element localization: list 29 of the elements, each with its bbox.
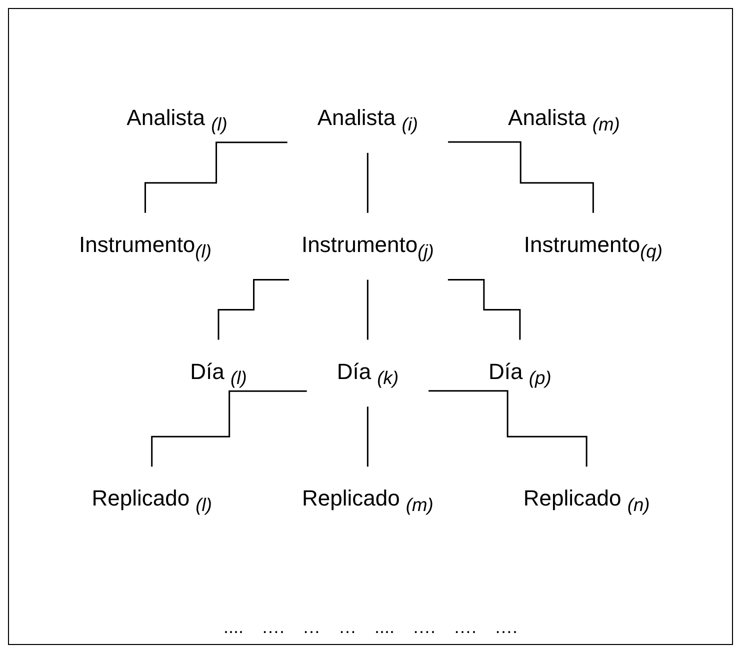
connector	[144, 142, 288, 214]
ellipsis: ….	[454, 617, 477, 638]
node-text: Analista $_{(i)}$	[317, 105, 418, 135]
node-text: Analista $_{(l)}$	[126, 105, 228, 135]
connector	[366, 406, 368, 468]
node-text: Día $_{(p)}$	[488, 359, 552, 388]
node-text: Analista $_{(m)}$	[508, 105, 620, 135]
ellipsis: ….	[261, 617, 284, 638]
node-text: Instrumento$_{(q)}$	[524, 232, 662, 262]
node-text: Replicado $_{(m)}$	[302, 486, 434, 516]
ellipsis: ….	[412, 617, 436, 638]
node-text: Día $_{(l)}$	[190, 359, 247, 388]
connector	[366, 279, 368, 341]
ellipsis: ....	[223, 617, 244, 638]
connector	[366, 152, 368, 214]
node-text: Replicado $_{(l)}$	[91, 486, 212, 516]
ellipsis: …	[302, 617, 320, 638]
connector	[218, 279, 289, 341]
node-text: Instrumento$_{(j)}$	[301, 232, 434, 262]
node-text: Replicado $_{(n)}$	[523, 486, 650, 516]
connector	[150, 390, 307, 468]
connector	[448, 142, 594, 214]
node-text: Día $_{(k)}$	[336, 359, 398, 388]
node-text: Instrumento$_{(l)}$	[78, 232, 212, 262]
ellipsis: ....	[374, 617, 394, 638]
connector	[448, 279, 520, 341]
ellipsis: …	[338, 617, 356, 638]
ellipsis: ….	[494, 617, 518, 638]
connector	[428, 390, 588, 468]
